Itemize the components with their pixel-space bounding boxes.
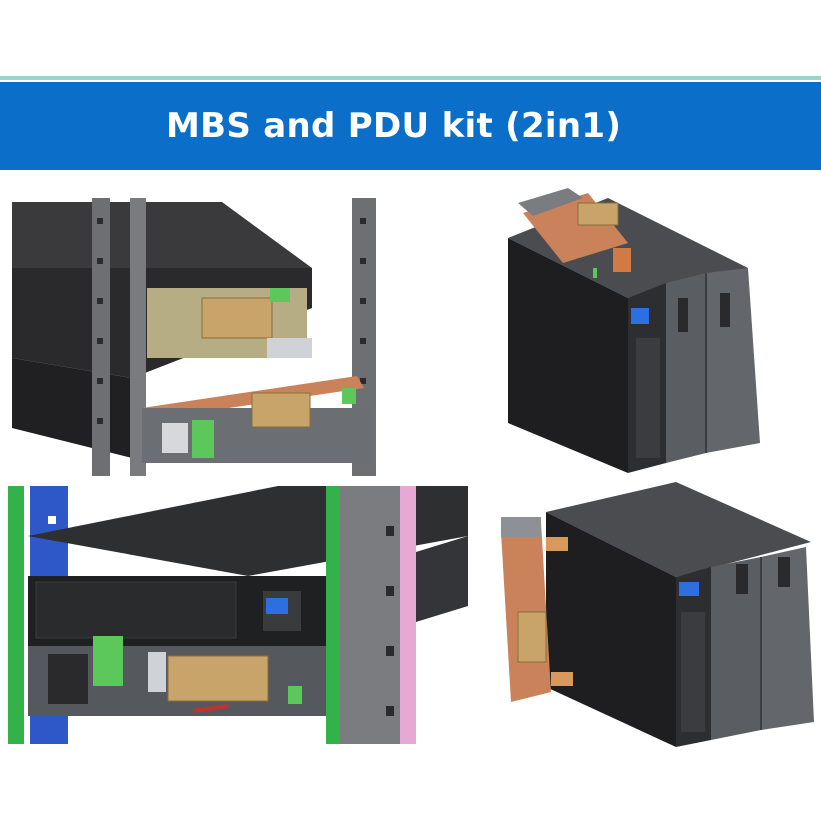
figure-tower-ups-side [496, 482, 816, 752]
figure-rack-ups-mbs [12, 198, 382, 476]
title-banner [0, 82, 821, 170]
ups-rack-front-render [8, 486, 468, 744]
ups-tower-side-render [496, 482, 816, 752]
figure-rack-ups-front [8, 486, 468, 744]
page-title: MBS and PDU kit (2in1) [166, 106, 622, 146]
header-accent-line [0, 76, 821, 80]
ups-rack-render [12, 198, 382, 476]
ups-tower-render [498, 188, 768, 478]
figure-tower-ups-batteries [498, 188, 768, 478]
